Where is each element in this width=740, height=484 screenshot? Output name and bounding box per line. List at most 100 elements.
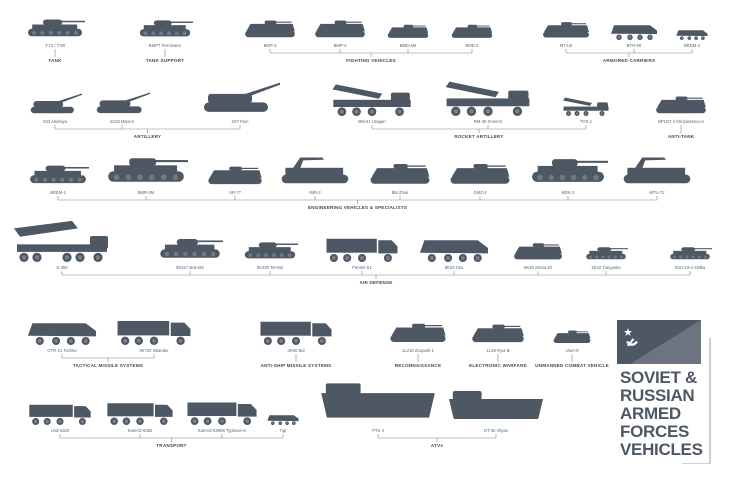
vehicle-label: MT-LB (559, 43, 573, 48)
vehicle-label: 9K35 Strela-10 (524, 265, 552, 270)
vehicle-gmz-3-icon (448, 160, 512, 187)
vehicle-tos-1-icon (561, 95, 611, 116)
vehicle-label: MDK-3 (561, 190, 575, 195)
vehicle-label: 2S7 Pion (231, 119, 249, 124)
vehicle-label: BM Zhuk (391, 190, 409, 195)
vehicle-dt-30-vityaz-icon (448, 385, 544, 425)
vehicle-kamaz-63968-typhoon-k-icon (186, 395, 258, 425)
vehicle-2s19-msta-s-icon (94, 92, 150, 116)
vehicle-label: Pantsir-S1 (352, 265, 372, 270)
vehicle-label: DT-30 Vityaz (484, 428, 508, 433)
vehicle-label: IMR-2 (309, 190, 321, 195)
vehicle-label: 9K33 Osa (444, 265, 464, 270)
group-label-tank-support: TANK SUPPORT (145, 58, 185, 63)
group-label-fighting-vehicles: FIGHTING VEHICLES (346, 58, 396, 63)
vehicle-bm-30-smerch-icon (442, 77, 534, 116)
vehicle-label: TOS-1 (579, 119, 593, 124)
soviet-flag-icon (617, 320, 711, 464)
group-label-reconnaissance: RECONNAISSANCE (394, 363, 442, 368)
vehicle-t-72-t-90-icon (25, 15, 85, 40)
vehicle-bmd-2-icon (450, 22, 494, 40)
vehicle-bmpt-terminator-icon (137, 16, 193, 40)
vehicle-otr-21-tochka-icon (25, 314, 99, 345)
vehicle-9k720-iskander-icon (116, 313, 192, 345)
vehicle-pts-4-icon (320, 376, 436, 425)
vehicle-label: BP1D7-2 Khrizantema-S (658, 119, 704, 124)
vehicle-uran-9-icon (552, 328, 592, 345)
vehicle-2s7-pion-icon (200, 82, 280, 116)
vehicle-label: BMR-3M (137, 190, 155, 195)
vehicle-label: BMP-2 (333, 43, 347, 48)
title-line-4: FORCES (620, 422, 690, 441)
vehicle-bmd-4m-icon (386, 22, 430, 40)
title-line-5: VEHICLES (620, 440, 703, 459)
vehicle-mt-lb-icon (541, 19, 591, 40)
group-label-air-defense: AIR DEFENSE (359, 280, 393, 285)
vehicle-label: 1L219 Zoopark-1 (402, 348, 434, 353)
vehicle-9k330-tor-m2-icon (242, 238, 298, 262)
title-line-2: RUSSIAN (620, 386, 695, 405)
vehicle-label: 2S19 Msta-S (109, 119, 135, 124)
vehicle-9k317-buk-m2-icon (157, 234, 223, 262)
vehicle-kamaz-6350-icon (106, 396, 174, 425)
vehicle-label: KamAZ-63968 Typhoon-K (197, 428, 247, 433)
vehicle-label: BM-21 Uragan (358, 119, 386, 124)
group-label-engineering-vehicles-specialists: ENGINEERING VEHICLES & SPECIALISTS (307, 205, 408, 210)
vehicle-label: 3K60 Bal (287, 348, 305, 353)
vehicle-label: BRDM-2 (683, 43, 701, 48)
vehicle-mtu-72-icon (620, 156, 694, 187)
title-line-1: SOVIET & (620, 368, 697, 387)
group-label-tactical-missile-systems: TACTICAL MISSILE SYSTEMS (72, 363, 144, 368)
vehicle-label: 9K317 Buk-M2 (176, 265, 204, 270)
vehicle-pantsir-s1-icon (325, 231, 399, 262)
vehicle-9k33-osa-icon (417, 231, 491, 262)
group-label-artillery: ARTILLERY (133, 134, 162, 139)
vehicle-1l29-ryui-b-icon (470, 321, 526, 345)
vehicle-label: UR-77 (228, 190, 242, 195)
vehicle-mdk-3-icon (528, 153, 608, 187)
vehicle-label: 2K22 Tunguska (591, 265, 621, 270)
vehicle-label: 9K330 Tor-M2 (256, 265, 284, 270)
vehicle-tigr-icon (266, 411, 300, 425)
vehicle-3k60-bal-icon (259, 314, 333, 345)
vehicle-1l219-zoopark-1-icon (388, 320, 448, 345)
vehicle-bm-21-uragan-icon (329, 80, 415, 116)
group-label-transport: TRANSPORT (156, 443, 187, 448)
vehicle-label: BTR-80 (626, 43, 642, 48)
vehicle-bmr-3m-icon (104, 152, 188, 187)
title-line-3: ARMED (620, 404, 681, 423)
vehicle-label: Ural-4320 (50, 428, 70, 433)
vehicle-label: BMD-4M (399, 43, 417, 48)
vehicle-2s3-akatsiya-icon (28, 93, 82, 116)
title-block: SOVIET & RUSSIAN ARMED FORCES VEHICLES (612, 318, 716, 464)
vehicle-bm-zhuk-icon (368, 160, 432, 187)
vehicle-label: BREM-1 (50, 190, 66, 195)
group-label-anti-tank: ANTI-TANK (667, 134, 695, 139)
vehicle-bp1d7-2-khrizantema-s-icon (654, 93, 708, 116)
vehicle-imr-2-icon (278, 156, 352, 187)
group-label-rocket-artillery: ROCKET ARTILLERY (454, 134, 504, 139)
vehicle-label: BMD-2 (465, 43, 479, 48)
vehicle-label: Uran-9 (565, 348, 579, 353)
vehicle-label: S-300 (56, 265, 68, 270)
vehicle-label: BMPT Terminator (148, 43, 182, 48)
vehicle-label: 9K720 Iskander (139, 348, 169, 353)
vehicle-brdm-2-icon (675, 26, 709, 40)
vehicle-label: KamAZ-6350 (127, 428, 153, 433)
vehicle-label: PTS-4 (372, 428, 384, 433)
group-label-atvs: ATVs (430, 443, 444, 448)
vehicle-9k35-strela-10-icon (512, 240, 564, 262)
vehicle-label: BMP-3 (263, 43, 277, 48)
vehicle-label: ZSU-23-4 Shilka (674, 265, 706, 270)
group-label-anti-ship-missile-systems: ANTI-SHIP MISSILE SYSTEMS (260, 363, 332, 368)
vehicle-label: T-72 / T-90 (44, 43, 66, 48)
vehicle-bmp-2-icon (313, 17, 367, 40)
vehicle-s-300-icon (12, 220, 112, 262)
vehicle-label: 2S3 Akatsiya (42, 119, 68, 124)
vehicle-2k22-tunguska-icon (584, 244, 628, 262)
vehicle-label: 1L29 Ryui-B (486, 348, 510, 353)
vehicle-label: MTU-72 (649, 190, 665, 195)
vehicle-label: OTR-21 Tochka (47, 348, 77, 353)
